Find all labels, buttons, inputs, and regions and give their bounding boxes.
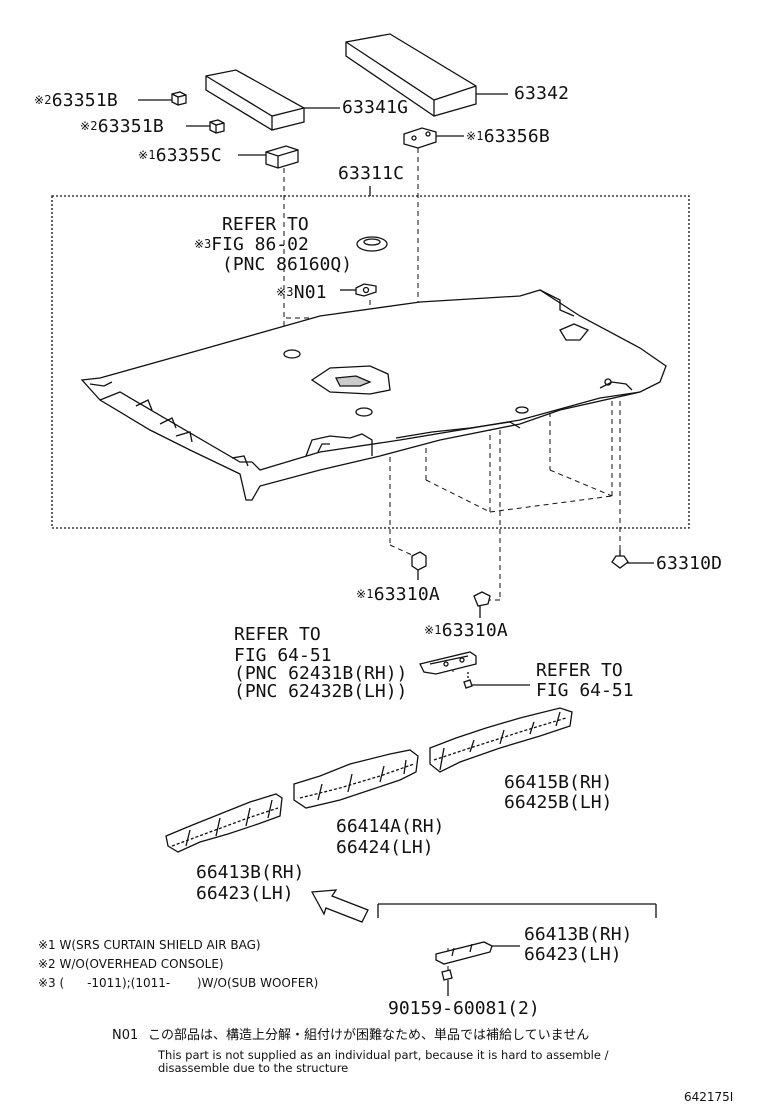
label-63310a-a: ※163310A [356,584,440,605]
note-mark: ※1 [424,623,442,637]
rail-66413b [165,793,283,853]
label-63342: 63342 [514,83,570,104]
label-63351b-a: ※263351B [34,90,118,111]
note-mark: ※2 [80,119,98,133]
screw-90159 [441,969,453,996]
label-63310d: 63310D [656,553,723,574]
label-63355c: ※163355C [138,145,222,166]
pad-63342 [345,33,477,117]
label-66413b-inset: 66413B(RH) [524,924,633,945]
figure-number: 642175I [684,1090,734,1104]
footer-note-en-2: disassemble due to the structure [158,1061,349,1075]
part-number: 63310A [373,584,440,605]
ref-64-51a-line2: FIG 64-51 [234,645,332,666]
holder-63356b [403,127,437,149]
rail-66415b [429,707,573,773]
label-66415b: 66415B(RH) [504,772,613,793]
note-1: ※1 W(SRS CURTAIN SHIELD AIR BAG) [38,938,261,952]
footer-code: N01 [112,1028,139,1043]
headliner-63311c [80,289,667,501]
part-number: 63351B [51,90,118,111]
part-number: 63351B [97,116,164,137]
label-63351b-b: ※263351B [80,116,164,137]
note-2: ※2 W/O(OVERHEAD CONSOLE) [38,957,224,971]
part-number: 63310A [441,620,508,641]
part-number: 63355C [155,145,222,166]
part-number: N01 [293,282,327,303]
bracket-62431b [419,651,477,675]
part-number: 63356B [483,126,550,147]
label-63356b: ※163356B [466,126,550,147]
label-66414a: 66414A(RH) [336,816,445,837]
clip-63351b-b [209,119,225,134]
ref-64-51b-line1: REFER TO [536,660,623,681]
ref-86-02-line1: REFER TO [222,214,309,235]
footer-note-en-1: This part is not supplied as an individu… [158,1048,609,1062]
screw-fig6451 [463,672,473,689]
ref-fig: FIG 86-02 [211,234,309,255]
ref-64-51a-line3: (PNC 62431B(RH)) [234,663,408,684]
label-90159: 90159-60081(2) [388,998,540,1019]
label-66424: 66424(LH) [336,837,434,858]
note-mark: ※1 [138,148,156,162]
label-66413b: 66413B(RH) [196,862,305,883]
label-n01: ※3N01 [276,282,327,303]
label-66423-inset: 66423(LH) [524,944,622,965]
label-63310a-b: ※163310A [424,620,508,641]
note-mark: ※2 [34,93,52,107]
rail-66414a [293,749,419,809]
bracket-n01 [355,283,377,297]
clip-63310d [611,550,629,569]
note-mark: ※3 [276,285,294,299]
speaker-86160q [356,236,388,252]
rail-66413b-inset [435,941,493,965]
note-mark: ※3 [194,237,212,251]
arrow-pointer [310,889,369,923]
holder-63355c [265,145,299,169]
ref-86-02-line3: (PNC 86160Q) [222,254,353,275]
note-mark: ※1 [466,129,484,143]
pad-63341g [205,69,305,131]
clip-63310a-b [473,591,491,618]
clip-63310a-a [411,551,427,580]
clip-63351b-a [171,91,187,106]
label-63341g: 63341G [342,97,409,118]
label-66425b: 66425B(LH) [504,792,613,813]
label-66423: 66423(LH) [196,883,294,904]
ref-64-51a-line4: (PNC 62432B(LH)) [234,681,408,702]
ref-86-02-line2: ※3FIG 86-02 [194,234,309,255]
footer-note-jp: この部品は、構造上分解・組付けが困難なため、単品では補給していません [148,1028,590,1043]
ref-64-51b-line2: FIG 64-51 [536,680,634,701]
note-mark: ※1 [356,587,374,601]
label-63311c: 63311C [338,163,405,184]
note-3: ※3 ( -1011);(1011- )W/O(SUB WOOFER) [38,976,319,990]
ref-64-51a-line1: REFER TO [234,624,321,645]
